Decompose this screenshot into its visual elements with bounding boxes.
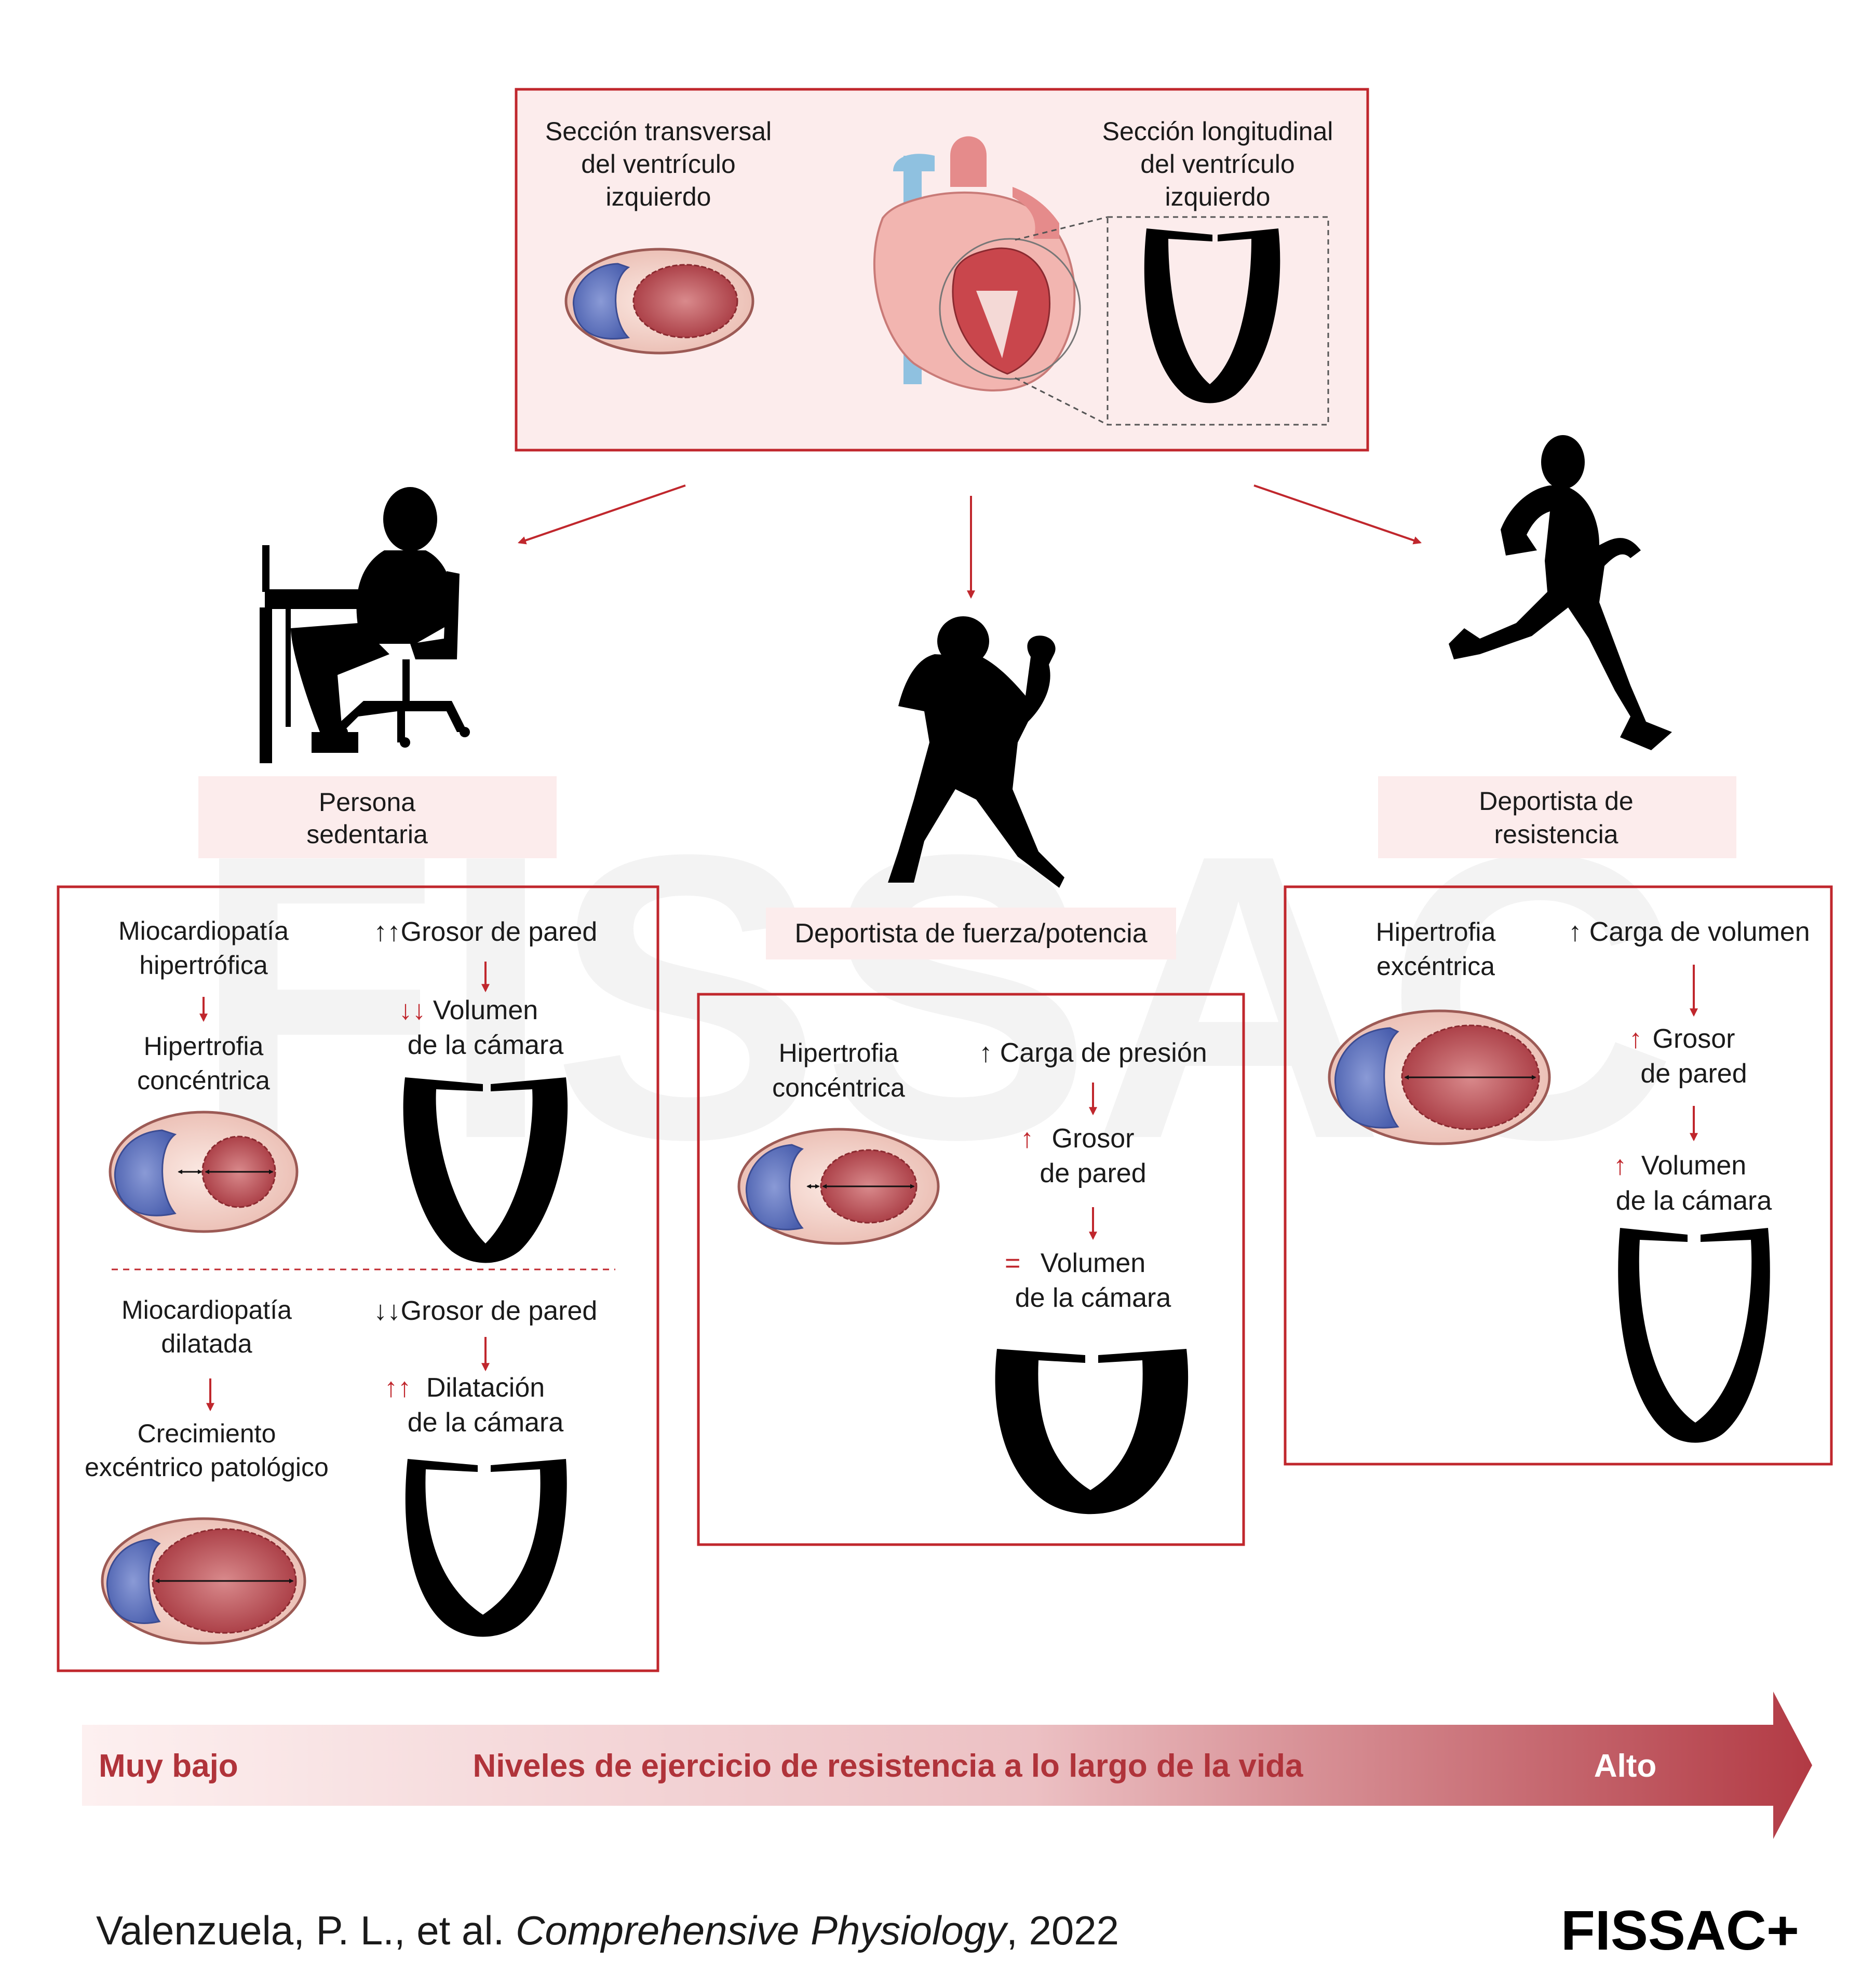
dcm-chamber-arrows: ↑↑ [384,1373,411,1403]
hcm-cross-section-icon [110,1112,297,1232]
svg-text:hipertrófica: hipertrófica [139,951,268,980]
scale-title: Niveles de ejercicio de resistencia a lo… [473,1748,1304,1784]
sedentary-title: Persona sedentaria [306,788,428,849]
sedentary-person-icon [260,487,470,763]
strength-title-box [766,908,1176,959]
svg-text:concéntrica: concéntrica [137,1066,270,1095]
svg-text:Deportista de: Deportista de [1479,787,1633,816]
svg-text:Hipertrofia: Hipertrofia [779,1038,899,1067]
svg-text:izquierdo: izquierdo [606,182,711,211]
arrow-to-endurance [1253,484,1422,545]
sedentary-panel [57,885,659,1672]
svg-text:de pared: de pared [1640,1059,1747,1089]
svg-text:Sección longitudinal: Sección longitudinal [1102,117,1333,146]
dcm-result: Crecimiento excéntrico patológico [85,1419,329,1482]
svg-text:Persona: Persona [319,788,415,817]
svg-text:de la cámara: de la cámara [1015,1283,1171,1313]
svg-text:Dilatación: Dilatación [426,1373,545,1403]
strength-wall-arrow-sign: ↑ [1020,1124,1034,1154]
svg-text:Hipertrofia: Hipertrofia [144,1032,264,1061]
exercise-scale-arrow [82,1692,1812,1839]
dcm-chamber: Dilatación de la cámara [408,1373,564,1438]
endurance-title: Deportista de resistencia [1479,787,1633,849]
citation-journal: Comprehensive Physiology [516,1908,1008,1953]
hcm-result: Hipertrofia concéntrica [137,1032,270,1095]
endurance-wall-arrow-sign: ↑ [1629,1024,1642,1054]
citation-year: , 2022 [1006,1908,1119,1953]
svg-text:Crecimiento: Crecimiento [138,1419,276,1448]
strength-panel [697,993,1245,1546]
endurance-cross-section-icon [1329,1011,1549,1144]
svg-text:Volumen: Volumen [433,995,538,1025]
dcm-lv-longitudinal-icon [405,1459,567,1637]
citation-authors: Valenzuela, P. L., et al. [96,1908,516,1953]
svg-text:excéntrica: excéntrica [1377,952,1495,981]
svg-text:Grosor: Grosor [1052,1124,1135,1154]
svg-text:Hipertrofia: Hipertrofia [1376,917,1496,946]
svg-text:sedentaria: sedentaria [306,820,428,849]
svg-text:Miocardiopatía: Miocardiopatía [122,1295,292,1324]
strength-result: Hipertrofia concéntrica [772,1038,905,1102]
strength-title: Deportista de fuerza/potencia [794,918,1147,949]
endurance-wall: Grosor de pared [1640,1024,1747,1089]
endurance-chamber: Volumen de la cámara [1616,1151,1772,1216]
lv-longitudinal-icon [1144,228,1280,403]
endurance-title-box [1378,776,1736,858]
svg-text:de la cámara: de la cámara [408,1030,564,1060]
strength-chamber-sign: = [1005,1248,1020,1278]
svg-text:del ventrículo: del ventrículo [581,150,735,179]
svg-text:dilatada: dilatada [161,1329,252,1358]
svg-text:resistencia: resistencia [1494,820,1618,849]
citation: Valenzuela, P. L., et al. Comprehensive … [96,1908,1119,1953]
scale-high-label: Alto [1594,1748,1657,1784]
heart-anatomy-icon [873,136,1081,391]
lv-cross-section-icon [566,249,753,353]
sedentary-title-box [198,776,557,858]
strength-chamber: Volumen de la cámara [1015,1248,1171,1313]
svg-text:Grosor: Grosor [1653,1024,1735,1054]
runner-icon [1449,435,1672,750]
strength-wall: Grosor de pared [1040,1124,1146,1188]
longitudinal-label: Sección longitudinal del ventrículo izqu… [1102,117,1333,211]
svg-text:concéntrica: concéntrica [772,1073,905,1102]
dcm-cross-section-icon [102,1519,305,1643]
strength-cross-section-icon [739,1129,938,1243]
dcm-name: Miocardiopatía dilatada [122,1295,292,1358]
dcm-wall: ↓↓Grosor de pared [374,1296,598,1326]
endurance-result: Hipertrofia excéntrica [1376,917,1496,981]
endurance-panel [1284,885,1833,1466]
endurance-lv-longitudinal-icon [1618,1228,1770,1443]
endurance-load: ↑ Carga de volumen [1568,917,1810,947]
hcm-chamber: Volumen de la cámara [408,995,564,1060]
svg-text:Volumen: Volumen [1041,1248,1145,1278]
svg-text:del ventrículo: del ventrículo [1140,150,1294,179]
svg-text:Sección transversal: Sección transversal [545,117,772,146]
svg-text:de la cámara: de la cámara [1616,1186,1772,1216]
svg-text:excéntrico patológico: excéntrico patológico [85,1453,329,1482]
hcm-lv-longitudinal-icon [403,1077,568,1263]
svg-text:de pared: de pared [1040,1158,1146,1188]
svg-text:de la cámara: de la cámara [408,1408,564,1438]
svg-text:Miocardiopatía: Miocardiopatía [118,916,289,945]
hcm-name: Miocardiopatía hipertrófica [118,916,289,980]
endurance-chamber-arrow-sign: ↑ [1613,1151,1627,1181]
strength-lv-longitudinal-icon [995,1349,1189,1514]
hcm-wall: ↑↑Grosor de pared [374,917,598,947]
football-player-icon [888,616,1064,888]
transverse-label: Sección transversal del ventrículo izqui… [545,117,772,211]
svg-text:Volumen: Volumen [1641,1151,1746,1181]
scale-low-label: Muy bajo [99,1748,238,1784]
zoom-lines [1015,216,1329,426]
svg-text:izquierdo: izquierdo [1165,182,1271,211]
arrow-to-sedentary [517,484,686,545]
hcm-chamber-arrows: ↓↓ [399,995,426,1025]
strength-load: ↑ Carga de presión [979,1038,1207,1068]
fissac-logo: FISSAC+ [1561,1899,1799,1962]
